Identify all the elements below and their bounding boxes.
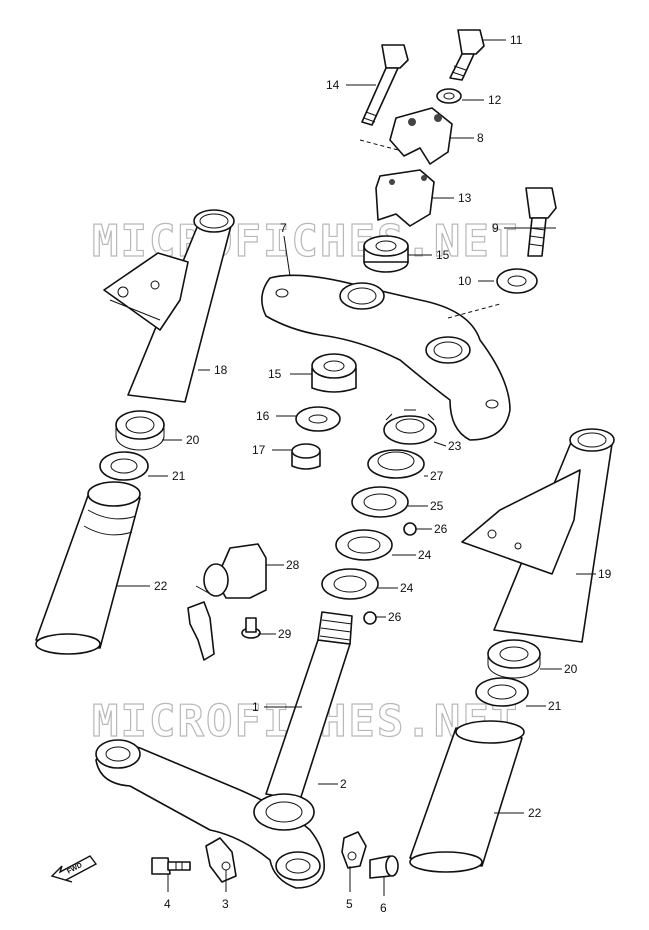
cushion-15-upper[interactable] [363, 235, 409, 273]
bolt-9[interactable] [525, 187, 557, 257]
callout-2: 2 [340, 777, 347, 791]
callout-7: 7 [280, 221, 287, 235]
callout-10: 10 [458, 274, 472, 288]
bolt-4[interactable] [151, 857, 191, 875]
callout-12: 12 [488, 93, 502, 107]
washer-10[interactable] [496, 268, 538, 294]
callout-numbers: 11 12 14 8 13 15 9 10 7 18 20 21 22 15 1… [154, 33, 612, 915]
washer-12[interactable] [436, 88, 462, 104]
callout-4: 4 [164, 897, 171, 911]
cushion-15-lower[interactable] [311, 353, 357, 393]
callout-24-upper: 24 [418, 548, 432, 562]
callout-23: 23 [448, 439, 462, 453]
lower-bracket-2[interactable] [95, 739, 326, 889]
callout-5: 5 [346, 897, 353, 911]
stem-nut-23[interactable] [383, 409, 437, 445]
callout-1: 1 [252, 700, 259, 714]
callout-3: 3 [222, 897, 229, 911]
upper-bracket-7[interactable] [261, 274, 511, 441]
callout-21-left: 21 [172, 469, 186, 483]
callout-15-lower: 15 [268, 367, 282, 381]
callout-16: 16 [256, 409, 270, 423]
ignition-switch-28[interactable] [187, 543, 267, 661]
left-washer-20[interactable] [115, 410, 165, 451]
right-washer-20[interactable] [487, 639, 541, 679]
callout-17: 17 [252, 443, 266, 457]
bolt-14[interactable] [361, 44, 409, 126]
callout-15-upper: 15 [436, 248, 450, 262]
callout-11: 11 [510, 33, 523, 47]
callout-26-upper: 26 [434, 522, 448, 536]
callout-26-lower: 26 [388, 610, 402, 624]
race-24-upper[interactable] [335, 529, 393, 561]
callout-22-right: 22 [528, 806, 542, 820]
dust-seal-25[interactable] [351, 486, 409, 518]
ball-26-lower[interactable] [363, 611, 377, 625]
callout-20-right: 20 [564, 662, 578, 676]
handlebar-holder-upper-8[interactable] [389, 107, 453, 165]
right-lower-fork-cover[interactable] [409, 720, 525, 873]
callout-20-left: 20 [186, 433, 200, 447]
clamp-3[interactable] [205, 837, 237, 883]
callout-25: 25 [430, 499, 444, 513]
bolt-11[interactable] [449, 29, 485, 81]
lock-washer-27[interactable] [367, 449, 425, 479]
nut-17[interactable] [291, 443, 321, 470]
steering-stem-1[interactable] [265, 611, 353, 801]
bolt-6[interactable] [369, 855, 399, 879]
callout-24-lower: 24 [400, 581, 414, 595]
screw-29[interactable] [241, 617, 261, 639]
callout-18: 18 [214, 363, 228, 377]
callout-19: 19 [598, 567, 612, 581]
callout-27: 27 [430, 469, 444, 483]
left-washer-21[interactable] [99, 451, 149, 481]
callout-6: 6 [380, 901, 387, 915]
callout-14: 14 [326, 78, 340, 92]
callout-22-left: 22 [154, 579, 168, 593]
callout-29: 29 [278, 627, 292, 641]
washer-16[interactable] [295, 406, 341, 432]
callout-9: 9 [492, 221, 499, 235]
callout-8: 8 [477, 131, 484, 145]
forward-direction-badge: FWD [50, 855, 98, 883]
ball-26-upper[interactable] [403, 522, 417, 536]
clamp-5[interactable] [341, 831, 367, 869]
right-washer-21[interactable] [475, 677, 529, 707]
leader-lines [116, 39, 596, 896]
callout-13: 13 [458, 191, 472, 205]
callout-21-right: 21 [548, 699, 562, 713]
left-upper-fork-cover[interactable] [103, 209, 235, 403]
callout-28: 28 [286, 558, 300, 572]
right-upper-fork-cover[interactable] [461, 428, 615, 643]
handlebar-holder-lower-13[interactable] [375, 169, 435, 227]
left-lower-fork-cover[interactable] [35, 481, 141, 655]
race-24-lower[interactable] [321, 568, 379, 600]
